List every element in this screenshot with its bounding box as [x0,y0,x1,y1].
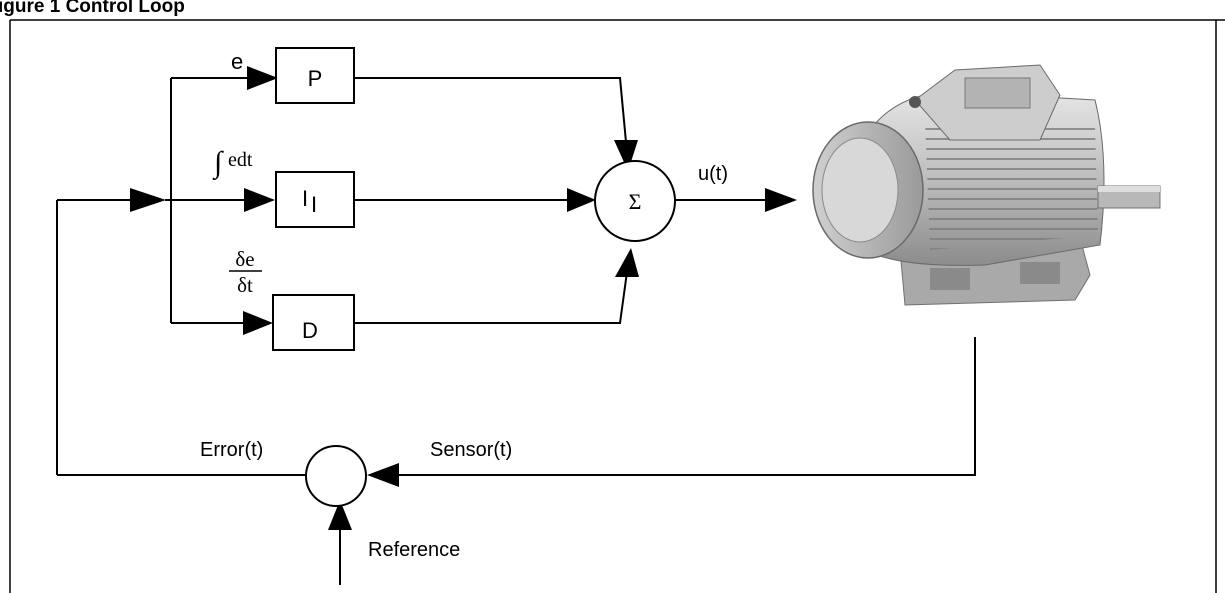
e-label: e [231,49,243,74]
arrowheads [130,66,797,530]
sensor-label: Sensor(t) [430,439,512,461]
i-block [275,171,355,228]
integral-sign: ∫ [212,146,224,181]
arrow-sensor-to-junction [367,463,399,487]
arrow-reference-to-junction [328,500,352,530]
summing-junction [594,160,676,242]
arrow-into-i [244,188,275,212]
loop-wiring [56,77,976,585]
i-block-label: I [302,186,308,211]
p-block-label: P [308,66,323,91]
arrow-d-to-sum [615,248,639,277]
electric-motor-icon [812,64,1161,306]
d-block [272,294,355,351]
output-label: u(t) [698,163,728,185]
derivative-numerator: δe [235,247,254,271]
figure-heading: igure 1 Control Loop [0,0,185,17]
arrow-into-p [247,66,278,90]
derivative-denominator: δt [237,273,253,297]
p-block [275,47,355,104]
arrow-i-to-sum [567,188,596,212]
arrow-p-to-sum [614,140,638,171]
integral-text: edt [228,149,253,171]
sum-symbol: Σ [629,189,642,214]
arrow-into-branch [130,188,166,212]
arrow-into-d [243,311,273,335]
i-block-subscript: I [311,192,317,217]
error-label: Error(t) [200,439,263,461]
arrow-to-motor [765,188,797,212]
d-block-label: D [302,318,318,343]
reference-label: Reference [368,539,460,561]
error-junction [305,445,367,507]
